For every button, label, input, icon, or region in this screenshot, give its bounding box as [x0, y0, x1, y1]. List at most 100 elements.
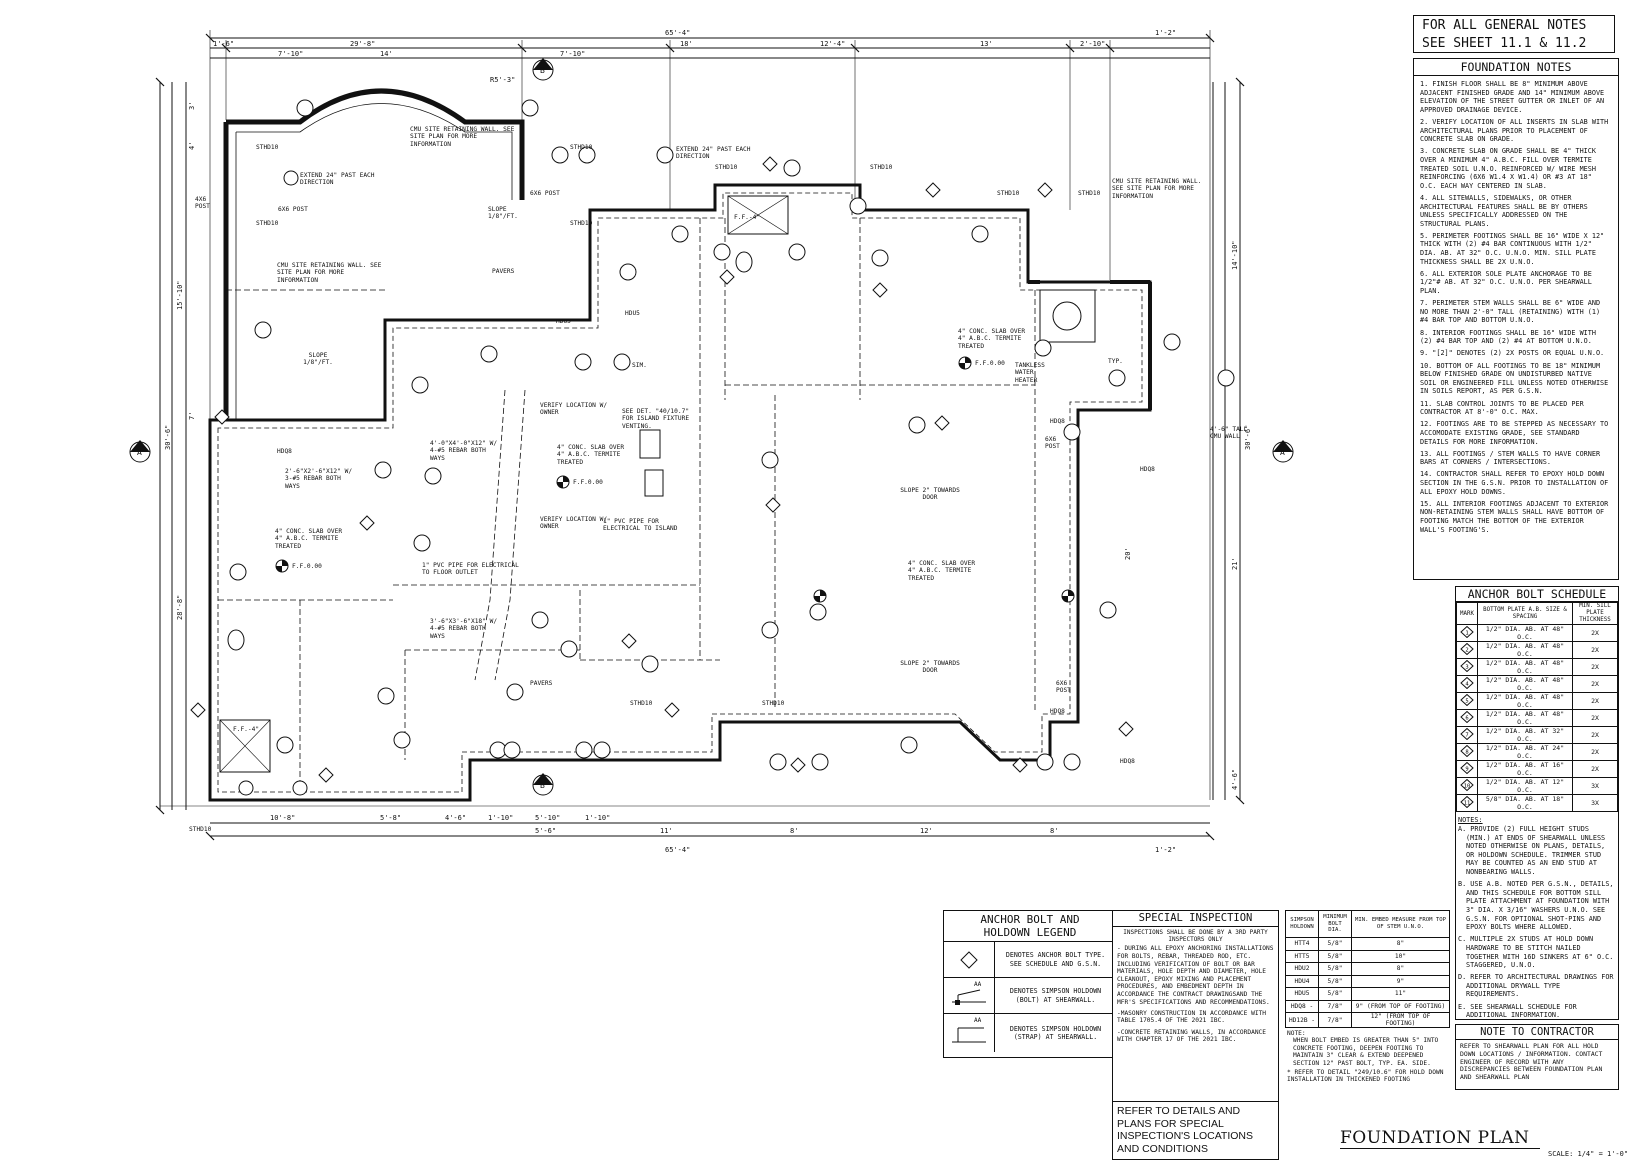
anchor-bolt-table: MARK BOTTOM PLATE A.B. SIZE & SPACING MI… [1456, 602, 1618, 812]
sthd-label-10: STHD10 [630, 700, 653, 707]
legend-anchor-symbol [944, 942, 995, 977]
section-label-left: A [137, 448, 142, 457]
anchor-bolt-row: 41/2" DIA. AB. AT 48" O.C.2x [1456, 675, 1618, 693]
dim-top-4: 7'-10" [560, 50, 585, 58]
dim-top-5: 18' [680, 40, 693, 48]
ff-neg-label-1: F.F.-4" [734, 214, 761, 221]
note-verify-1: VERIFY LOCATION W/ OWNER [540, 402, 608, 417]
anchor-bolt-size: 1/2" DIA. AB. AT 24" O.C. [1477, 743, 1573, 761]
general-notes-line1: FOR ALL GENERAL NOTES [1422, 18, 1587, 33]
simpson-bolt-dia: 5/8" [1318, 974, 1352, 988]
diamond-icon: 11 [1460, 795, 1474, 809]
foundation-notes-box: FOUNDATION NOTES 1. FINISH FLOOR SHALL B… [1413, 58, 1619, 580]
island-sink [639, 429, 661, 459]
note-extend-1: EXTEND 24" PAST EACH DIRECTION [300, 172, 375, 187]
dim-bottom-3: 1'-10" [488, 814, 513, 822]
anchor-bolt-thickness: 2x [1572, 709, 1618, 727]
anchor-bolt-thickness: 2x [1572, 675, 1618, 693]
hdu-label-1: HDU5 [556, 318, 571, 325]
anchor-bolt-note-item: E. SEE SHEARWALL SCHEDULE FOR ADDITIONAL… [1458, 1002, 1577, 1020]
dim-top-6: 12'-4" [820, 40, 845, 48]
note-cmu-left: CMU SITE RETAINING WALL. SEE SITE PLAN F… [277, 262, 382, 284]
ff-label-2: F.F.0.00 [573, 479, 603, 486]
sthd-label-2: STHD10 [570, 144, 593, 151]
typ-label: TYP. [1108, 358, 1123, 365]
simpson-embed: 9" [1351, 974, 1450, 988]
anchor-bolt-mark-label: 2 [1465, 647, 1468, 653]
simpson-model: HDU2 [1285, 962, 1319, 976]
sthd-label-3: STHD10 [715, 164, 738, 171]
anchor-bolt-size: 1/2" DIA. AB. AT 12" O.C. [1477, 777, 1573, 795]
anchor-bolt-mark: 10 [1456, 777, 1478, 795]
anchor-bolt-mark: 4 [1456, 675, 1478, 693]
anchor-bolt-mark-label: 11 [1464, 800, 1471, 806]
anchor-bolt-size: 1/2" DIA. AB. AT 48" O.C. [1477, 658, 1573, 676]
hdu-label-2: HDU5 [625, 310, 640, 317]
anchor-bolt-note-item: A. PROVIDE (2) FULL HEIGHT STUDS (MIN.) … [1458, 825, 1606, 876]
foundation-note-item: 8. INTERIOR FOOTINGS SHALL BE 16" WIDE W… [1420, 328, 1596, 346]
simpson-embed: 9" (FROM TOP OF FOOTING) [1351, 999, 1450, 1013]
anchor-bolt-schedule-title: ANCHOR BOLT SCHEDULE [1456, 587, 1618, 602]
note-cmu-tall: 4'-6" TALL CMU WALL [1210, 426, 1248, 441]
anchor-bolt-row: 101/2" DIA. AB. AT 12" O.C.3x [1456, 777, 1618, 795]
note-slab-2: 4" CONC. SLAB OVER 4" A.B.C. TERMITE TRE… [557, 444, 625, 466]
anchor-bolt-thickness: 2x [1572, 624, 1618, 642]
anchor-bolt-mark: 2 [1456, 641, 1478, 659]
anchor-bolt-mark: 6 [1456, 709, 1478, 727]
note-cmu-right: CMU SITE RETAINING WALL. SEE SITE PLAN F… [1112, 178, 1202, 200]
simp-note-title: NOTE: [1287, 1030, 1306, 1037]
special-inspection-item: -MASONRY CONSTRUCTION IN ACCORDANCE WITH… [1117, 1009, 1267, 1025]
toilet-fixture-1 [735, 251, 753, 273]
legend-strap-text: DENOTES SIMPSON HOLDOWN (STRAP) AT SHEAR… [1009, 1024, 1102, 1041]
post-label-1: 6X6 POST [278, 206, 308, 213]
legend-tag-2: AA [974, 1017, 982, 1024]
simpson-embed: 12" (FROM TOP OF FOOTING) [1351, 1012, 1450, 1028]
dim-left-2: 15'-10" [176, 280, 184, 310]
anchor-bolt-size: 1/2" DIA. AB. AT 32" O.C. [1477, 726, 1573, 744]
diamond-icon: 8 [1460, 744, 1474, 758]
anchor-bolt-size: 1/2" DIA. AB. AT 48" O.C. [1477, 692, 1573, 710]
simpson-bolt-dia: 5/8" [1318, 962, 1352, 976]
detail-bubbles [229, 99, 1235, 796]
anchor-bolt-note-item: B. USE A.B. NOTED PER G.S.N., DETAILS, A… [1458, 880, 1614, 932]
anchor-bolt-mark-label: 4 [1465, 681, 1469, 687]
post-label-4: 6X6 POST [1045, 436, 1060, 451]
note-slab-4: 4" CONC. SLAB OVER 4" A.B.C. TERMITE TRE… [908, 560, 976, 582]
shower-pan-2 [219, 719, 271, 773]
hdq-label-2: HDQ8 [1050, 418, 1065, 425]
anchor-bolt-thickness: 2x [1572, 726, 1618, 744]
anchor-bolt-row: 71/2" DIA. AB. AT 32" O.C.2x [1456, 726, 1618, 744]
note-slope-door-2: SLOPE 2" TOWARDS DOOR [900, 660, 960, 675]
special-inspection-footer: REFER TO DETAILS AND PLANS FOR SPECIAL I… [1113, 1101, 1278, 1158]
note-extend-2: EXTEND 24" PAST EACH DIRECTION [676, 146, 751, 161]
note-cmu-top: CMU SITE RETAINING WALL. SEE SITE PLAN F… [410, 126, 515, 148]
foundation-note-item: 15. ALL INTERIOR FOOTINGS ADJACENT TO EX… [1420, 499, 1609, 534]
special-inspection-list: - DURING ALL EPOXY ANCHORING INSTALLATIO… [1113, 945, 1278, 1043]
dim-right-0: 30'-6" [1244, 425, 1252, 450]
note-footing-3: 3'-6"X3'-6"X18" W/ 4-#5 REBAR BOTH WAYS [430, 618, 498, 640]
abt-notes-title: NOTES: [1458, 816, 1483, 824]
foundation-note-item: 9. "[2]" DENOTES (2) 2X POSTS OR EQUAL U… [1420, 349, 1605, 358]
shower-pan-1 [727, 195, 789, 235]
anchor-bolt-mark: 3 [1456, 658, 1478, 676]
toilet-fixture-2 [227, 629, 245, 651]
legend-row-anchor: DENOTES ANCHOR BOLT TYPE. SEE SCHEDULE A… [944, 942, 1116, 978]
dim-left-1: 28'-8" [176, 595, 184, 620]
legend-title: ANCHOR BOLT AND HOLDOWN LEGEND [944, 911, 1116, 942]
legend-strap-symbol: AA [944, 1014, 995, 1052]
foundation-notes-title: FOUNDATION NOTES [1414, 59, 1618, 76]
hdq-label-5: HDQ8 [1120, 758, 1135, 765]
simpson-model: HDU5 [1285, 987, 1319, 1001]
note-slope-1: SLOPE 1/8"/FT. [303, 352, 333, 367]
retaining-wall-arch [226, 88, 525, 200]
note-pavers-2: PAVERS [530, 680, 553, 687]
dim-bottom-2: 4'-6" [445, 814, 466, 822]
foundation-note-item: 5. PERIMETER FOOTINGS SHALL BE 16" WIDE … [1420, 231, 1605, 266]
sthd-label-1: STHD10 [256, 144, 279, 151]
simp-header-embed: MIN. EMBED MEASURE FROM TOP OF STEM U.N.… [1351, 910, 1450, 938]
dim-right-1: 20' [1124, 547, 1132, 560]
simpson-row: HDQ8 -7/8"9" (FROM TOP OF FOOTING) [1285, 999, 1450, 1013]
anchor-bolt-thickness: 2x [1572, 692, 1618, 710]
